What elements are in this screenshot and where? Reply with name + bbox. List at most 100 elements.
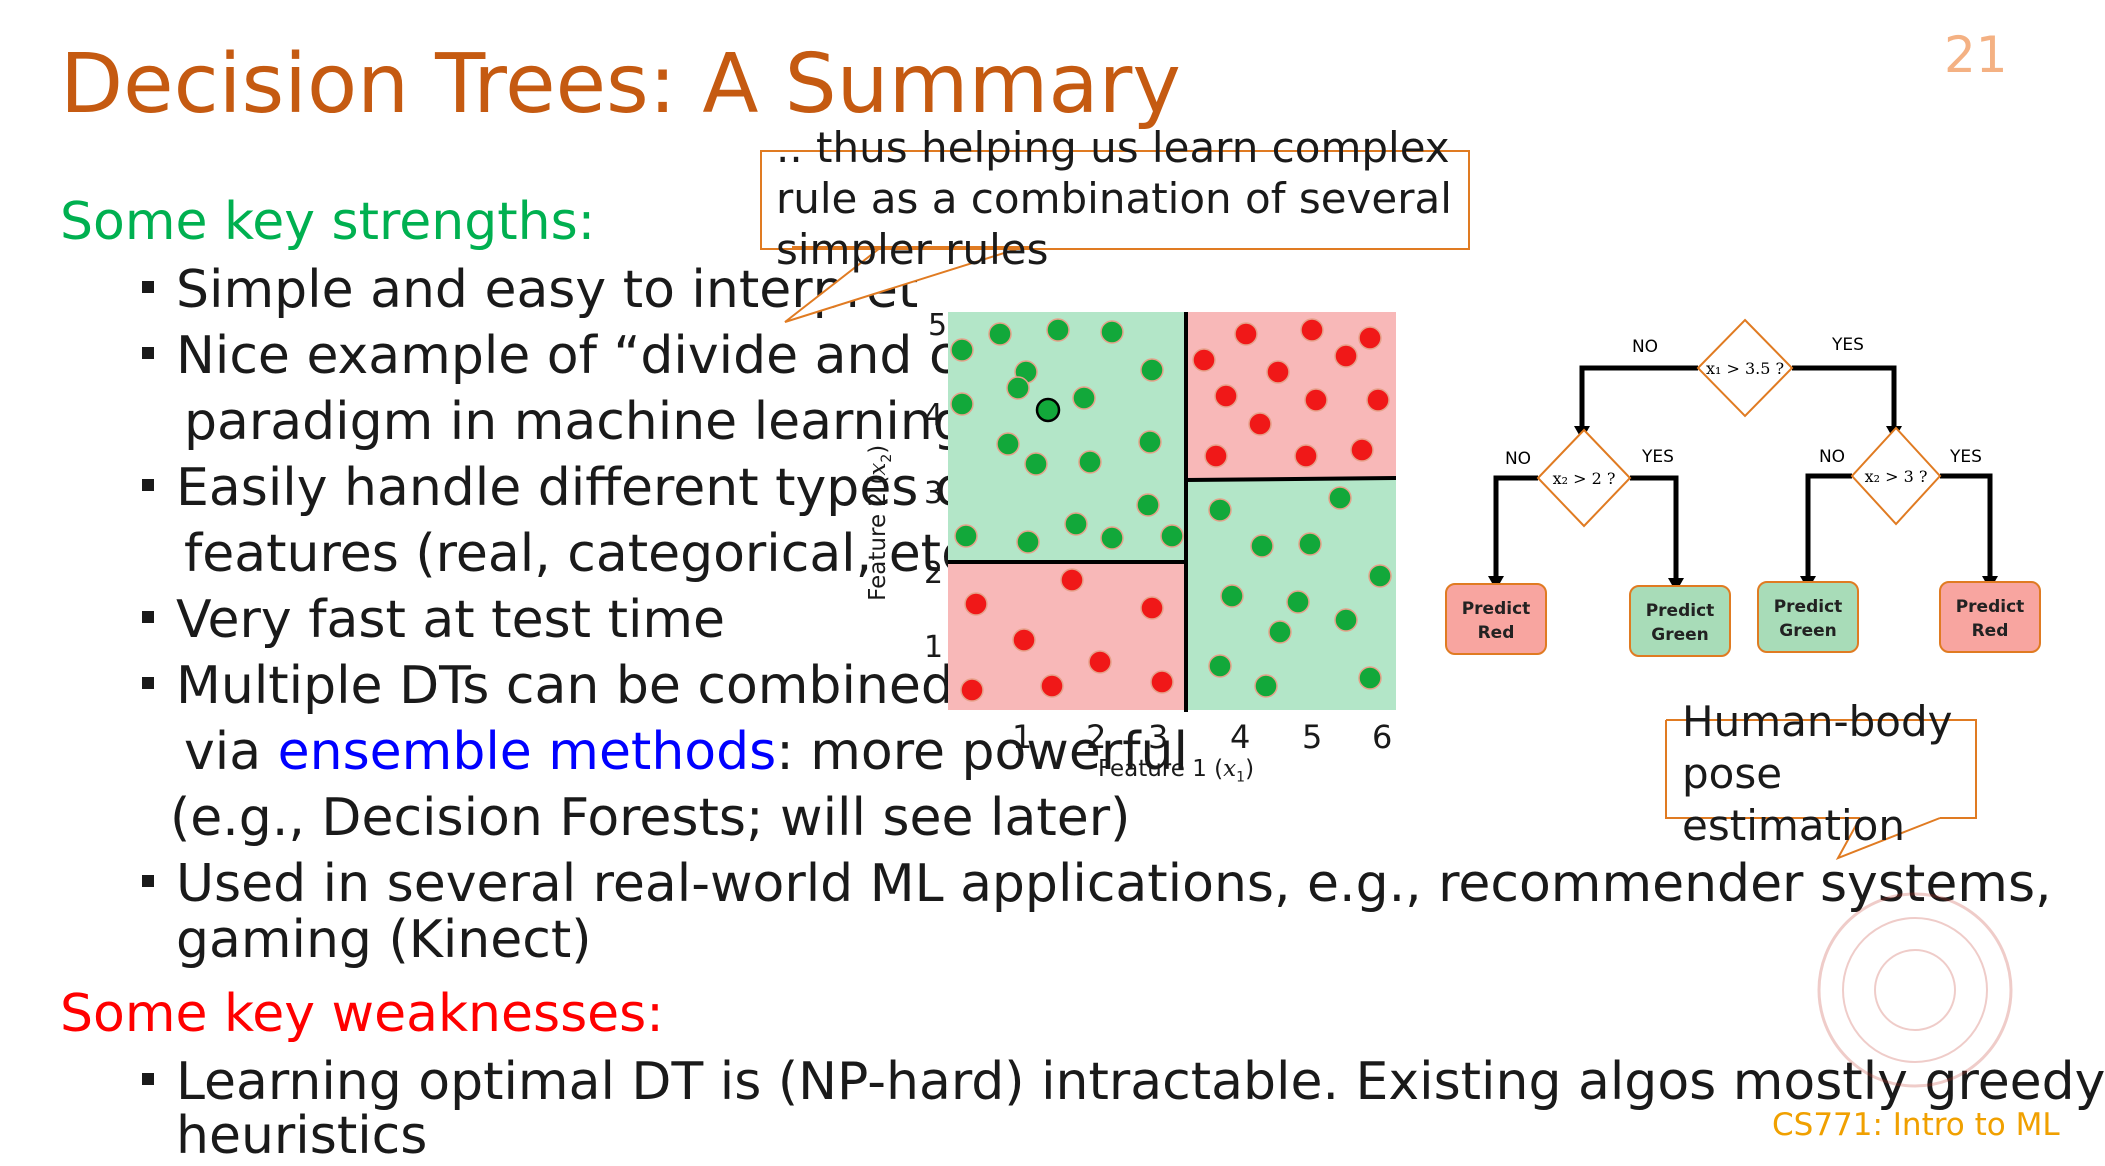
bullet-icon xyxy=(142,347,154,359)
x-tick-6: 6 xyxy=(1372,718,1393,756)
bullet-icon xyxy=(142,1073,154,1085)
strength-bullet-1: Simple and easy to interpret xyxy=(142,264,918,316)
strengths-heading: Some key strengths: xyxy=(60,192,596,252)
right-yes-label: YES xyxy=(1949,447,1982,467)
left-condition: x₂ > 2 ? xyxy=(1553,469,1616,488)
svg-text:Green: Green xyxy=(1651,625,1709,645)
callout-right-line-1: Human-body xyxy=(1682,697,1953,746)
red-point xyxy=(1150,670,1174,694)
bullet-icon xyxy=(142,611,154,623)
root-condition: x₁ > 3.5 ? xyxy=(1706,359,1784,378)
leaf-predict-red-2 xyxy=(1939,581,2041,653)
x-tick-4: 4 xyxy=(1230,718,1251,756)
institute-emblem xyxy=(1817,892,2013,1088)
green-point xyxy=(1358,666,1382,690)
strength-bullet-5-cont: via ensemble methods: more powerful xyxy=(184,722,1188,782)
green-point xyxy=(950,392,974,416)
green-point xyxy=(1286,590,1310,614)
strength-bullet-3-cont: features (real, categorical, etc.) xyxy=(184,524,1007,584)
svg-text:Red: Red xyxy=(1478,623,1515,643)
red-point xyxy=(1248,412,1272,436)
green-point xyxy=(1208,654,1232,678)
right-no-label: NO xyxy=(1819,447,1845,467)
green-point xyxy=(1100,526,1124,550)
svg-text:Green: Green xyxy=(1779,621,1837,641)
green-point xyxy=(954,524,978,548)
green-point xyxy=(1220,584,1244,608)
slide-title: Decision Trees: A Summary xyxy=(60,37,1181,132)
course-footer: CS771: Intro to ML xyxy=(1772,1107,2060,1143)
slide-number: 21 xyxy=(1944,26,2008,84)
green-point xyxy=(1046,318,1070,342)
red-point xyxy=(1204,444,1228,468)
green-point xyxy=(1254,674,1278,698)
y-axis-label: Feature 2 (x2) xyxy=(865,444,895,601)
red-point xyxy=(1192,348,1216,372)
y-tick-2: 2 xyxy=(924,556,944,591)
red-point xyxy=(1012,628,1036,652)
red-point xyxy=(960,678,984,702)
x-tick-1: 1 xyxy=(1012,718,1033,756)
green-point xyxy=(1078,450,1102,474)
green-point xyxy=(1334,608,1358,632)
green-point xyxy=(1268,620,1292,644)
weakness-bullet-1-cont: heuristics xyxy=(176,1106,428,1166)
edge-root-no xyxy=(1579,365,1698,430)
green-point xyxy=(1250,534,1274,558)
root-no-label: NO xyxy=(1632,337,1658,357)
right-node xyxy=(1850,426,1942,526)
strength-bullet-2-cont: paradigm in machine learning xyxy=(184,392,966,452)
callout-top-line-1: .. thus helping us learn complex xyxy=(776,123,1450,172)
bullet-icon xyxy=(142,281,154,293)
callout-top-box xyxy=(760,150,1470,250)
green-point xyxy=(1064,512,1088,536)
y-tick-1: 1 xyxy=(924,630,944,665)
strength-bullet-6-cont: gaming (Kinect) xyxy=(176,910,592,970)
callout-right-line-2: pose xyxy=(1682,749,1783,798)
x-axis-label: Feature 1 (x1) xyxy=(1098,756,1255,786)
left-yes-label: YES xyxy=(1641,447,1674,467)
callout-right-box xyxy=(1666,719,1977,819)
edge-root-yes xyxy=(1792,365,1897,430)
y-tick-4: 4 xyxy=(924,398,944,433)
strength-bullet-6: Used in several real-world ML applicatio… xyxy=(142,858,2052,910)
green-point xyxy=(1328,486,1352,510)
x-tick-2: 2 xyxy=(1086,718,1107,756)
weakness-bullet-1: Learning optimal DT is (NP-hard) intract… xyxy=(142,1056,2105,1108)
bullet-icon xyxy=(142,479,154,491)
svg-text:Predict: Predict xyxy=(1462,599,1531,619)
callout-top-line-2: rule as a combination of several xyxy=(776,174,1452,223)
split-line-x2-right xyxy=(1185,476,1397,482)
green-point xyxy=(1100,320,1124,344)
red-point xyxy=(1214,384,1238,408)
leaf-predict-green-2 xyxy=(1757,581,1859,653)
red-point xyxy=(1234,322,1258,346)
callout-right-pointer xyxy=(1835,817,1941,860)
bullet-icon xyxy=(142,875,154,887)
left-no-label: NO xyxy=(1505,449,1531,469)
green-point xyxy=(1136,493,1160,517)
strength-bullet-5-example: (e.g., Decision Forests; will see later) xyxy=(170,788,1131,848)
green-point xyxy=(1072,386,1096,410)
red-point xyxy=(964,592,988,616)
green-point xyxy=(1160,524,1184,548)
bullet-icon xyxy=(142,677,154,689)
strength-bullet-4: Very fast at test time xyxy=(142,594,725,646)
red-point xyxy=(1304,388,1328,412)
left-node xyxy=(1536,428,1632,528)
green-point xyxy=(1138,430,1162,454)
strength-bullet-3: Easily handle different types of xyxy=(142,462,985,514)
edge-left-no xyxy=(1493,475,1538,580)
feature-space-plot xyxy=(948,312,1397,712)
edge-right-no xyxy=(1805,473,1852,580)
green-point xyxy=(950,338,974,362)
svg-text:Predict: Predict xyxy=(1774,597,1843,617)
green-point xyxy=(988,322,1012,346)
red-point xyxy=(1366,388,1390,412)
query-point xyxy=(1035,397,1061,423)
leaf-predict-red-1 xyxy=(1445,583,1547,655)
green-point xyxy=(1024,452,1048,476)
red-point xyxy=(1040,674,1064,698)
edge-left-yes xyxy=(1630,475,1679,582)
green-point xyxy=(1006,376,1030,400)
